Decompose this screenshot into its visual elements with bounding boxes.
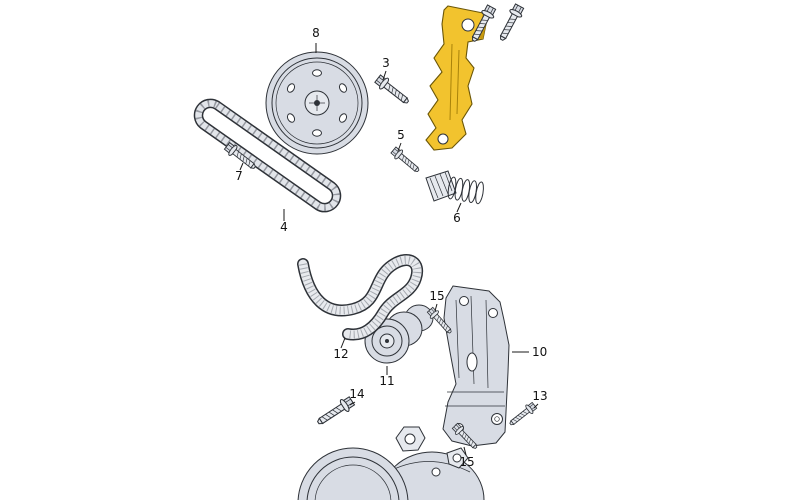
bolt-3 [373,72,413,108]
alternator-mounting-ear-2 [446,447,469,469]
alternator-mounting-ear [395,426,426,452]
part-callout-13[interactable]: 13 [532,389,547,403]
mounting-bracket [442,285,510,447]
part-callout-8[interactable]: 8 [312,26,320,40]
leader-line-3 [382,70,387,81]
leader-line-7 [239,162,244,171]
part-callout-15-lower[interactable]: 15 [459,455,474,469]
leader-line-12 [340,337,346,349]
part-callouts: 8 3 7 4 5 6 12 11 15 10 13 14 15 [235,26,547,469]
spring-coils [447,176,484,205]
part-callout-7[interactable]: 7 [235,169,243,183]
tensioning-spring [425,170,484,205]
spring-seat-block [425,170,457,202]
part-callout-5[interactable]: 5 [397,128,405,142]
part-callout-4[interactable]: 4 [280,220,288,234]
bracket-body [425,5,489,151]
leader-line-13 [533,403,539,409]
part-callout-6[interactable]: 6 [453,211,461,225]
bolt-5 [389,145,423,176]
part-callout-14[interactable]: 14 [349,387,364,401]
part-callout-12[interactable]: 12 [333,347,348,361]
leader-line-15-upper [434,303,438,312]
part-callout-11[interactable]: 11 [379,374,394,388]
bolt-13 [506,400,539,429]
mounting-bolt-top-right [495,2,526,44]
v-belt [193,98,342,213]
callout-leader-lines [239,43,539,456]
leader-line-15-lower [463,446,467,456]
leader-line-6 [456,202,462,213]
part-callout-3[interactable]: 3 [382,56,390,70]
ribbed-belt [297,254,424,341]
part-callout-10[interactable]: 10 [532,345,547,359]
v-belt-pulley [265,51,369,155]
alternator [297,426,485,500]
part-callout-15-upper[interactable]: 15 [429,289,444,303]
leader-line-14 [349,401,356,406]
leader-line-5 [397,142,402,152]
tensioner-pulley [364,304,434,364]
